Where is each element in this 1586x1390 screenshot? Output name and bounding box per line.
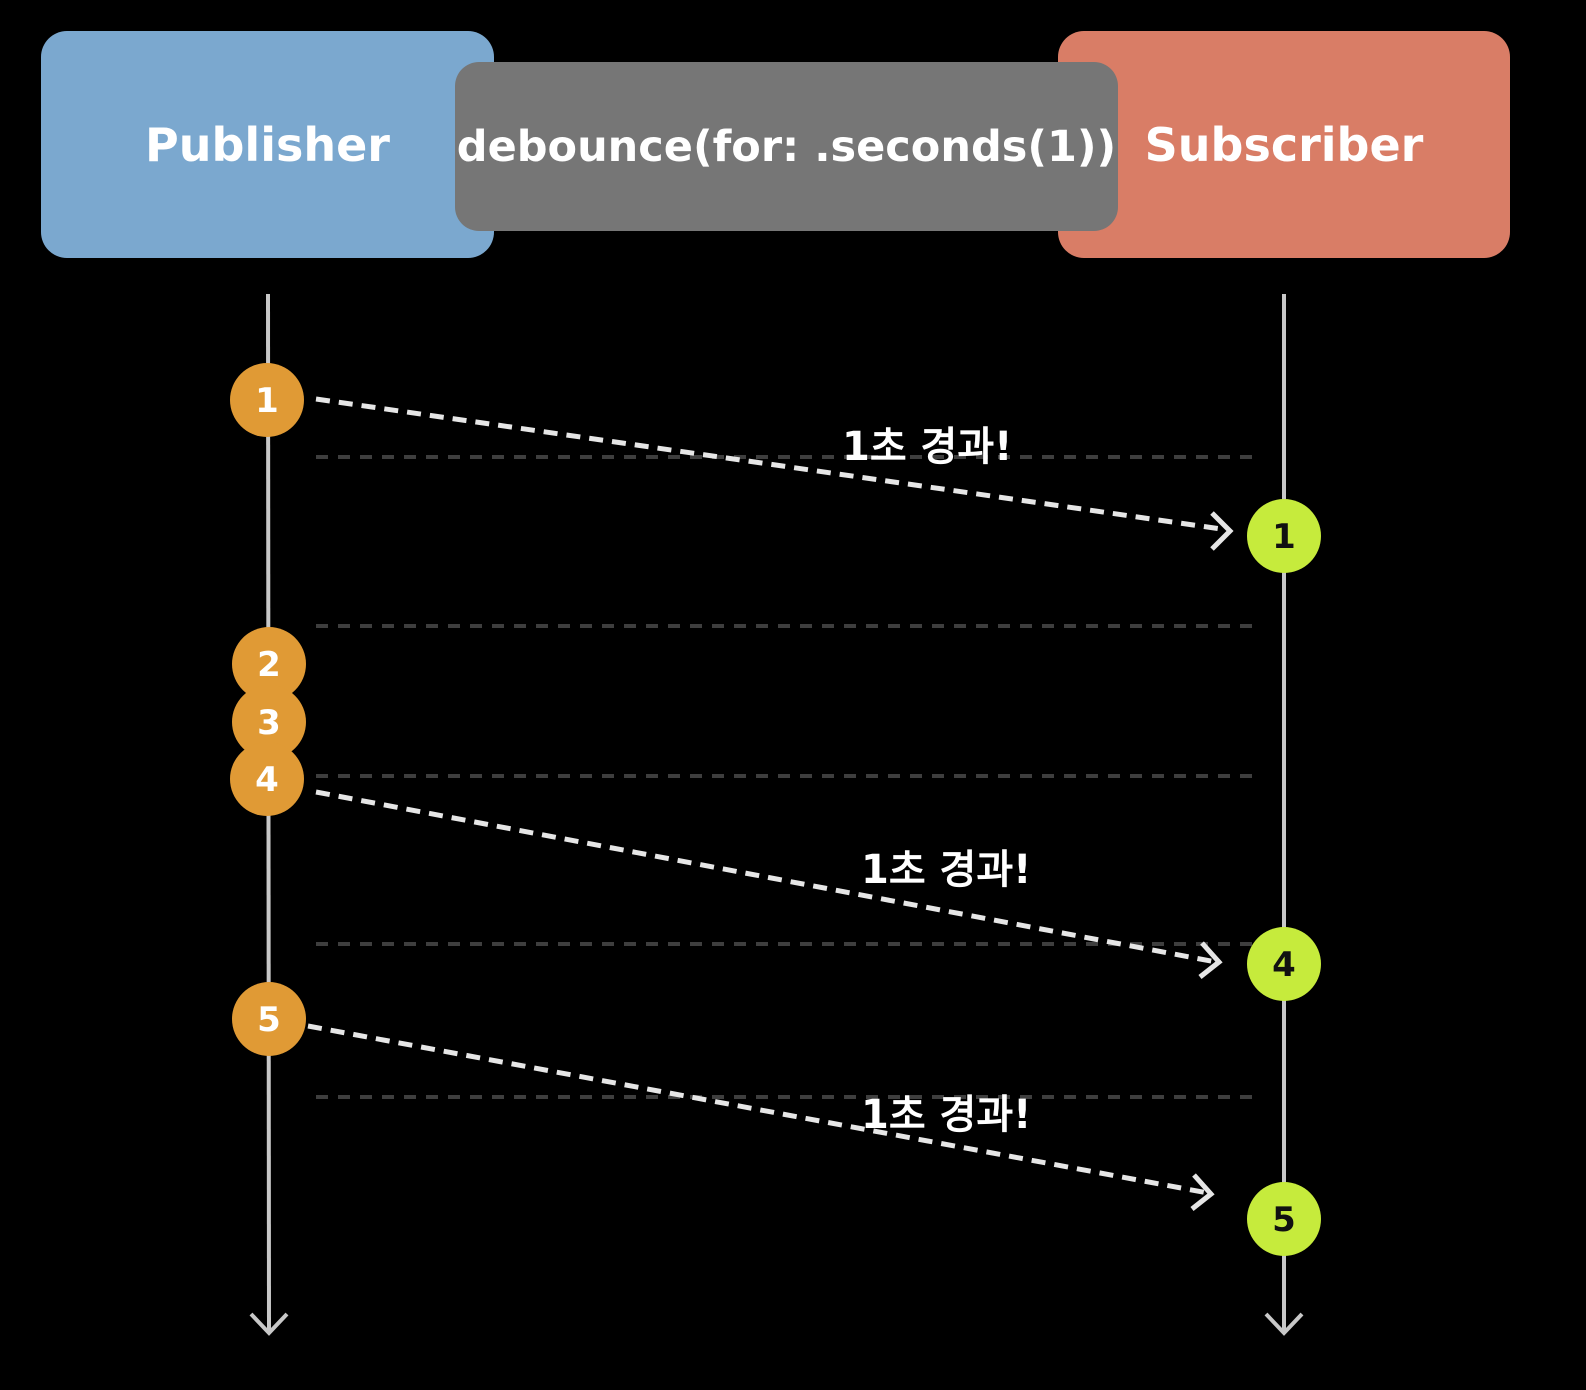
marble-label: 2 — [257, 645, 281, 685]
publisher-marbles: 1 2 3 4 5 — [230, 363, 306, 1056]
operator-box: debounce(for: .seconds(1)) — [455, 62, 1118, 231]
marble-label: 4 — [255, 760, 279, 800]
publisher-box: Publisher — [41, 31, 494, 258]
emission-arrowhead — [1190, 1173, 1215, 1211]
emission-arrow — [315, 789, 1217, 965]
marble-label: 5 — [1272, 1200, 1296, 1240]
operator-label: debounce(for: .seconds(1)) — [456, 121, 1117, 172]
marble-label: 4 — [1272, 945, 1296, 985]
marble-label: 1 — [255, 381, 279, 421]
emission-arrowhead — [1198, 941, 1223, 979]
emission-arrows — [307, 396, 1234, 1211]
emission-arrowhead — [1210, 511, 1234, 551]
publisher-marble: 3 — [232, 685, 306, 759]
publisher-marble: 4 — [230, 742, 304, 816]
timer-notes: 1초 경과! 1초 경과! 1초 경과! — [842, 424, 1031, 1138]
timer-note: 1초 경과! — [861, 1092, 1031, 1138]
subscriber-marble: 5 — [1247, 1182, 1321, 1256]
publisher-marble: 5 — [232, 982, 306, 1056]
marble-label: 1 — [1272, 517, 1296, 557]
timelines — [249, 293, 1304, 1336]
subscriber-timeline-arrowhead — [1264, 1312, 1304, 1336]
emission-arrow — [307, 1023, 1209, 1196]
publisher-timeline-arrowhead — [249, 1312, 289, 1336]
publisher-label: Publisher — [145, 117, 390, 172]
subscriber-marble: 1 — [1247, 499, 1321, 573]
subscriber-label: Subscriber — [1144, 117, 1424, 172]
subscriber-box: Subscriber — [1058, 31, 1510, 258]
publisher-marble: 1 — [230, 363, 304, 437]
emission-arrow — [315, 396, 1229, 533]
marble-label: 3 — [257, 703, 281, 743]
subscriber-marble: 4 — [1247, 927, 1321, 1001]
publisher-marble: 2 — [232, 627, 306, 701]
timer-note: 1초 경과! — [861, 847, 1031, 893]
separators — [316, 455, 1258, 1099]
subscriber-marbles: 1 4 5 — [1247, 499, 1321, 1256]
marble-label: 5 — [257, 1000, 281, 1040]
timer-note: 1초 경과! — [842, 424, 1012, 470]
